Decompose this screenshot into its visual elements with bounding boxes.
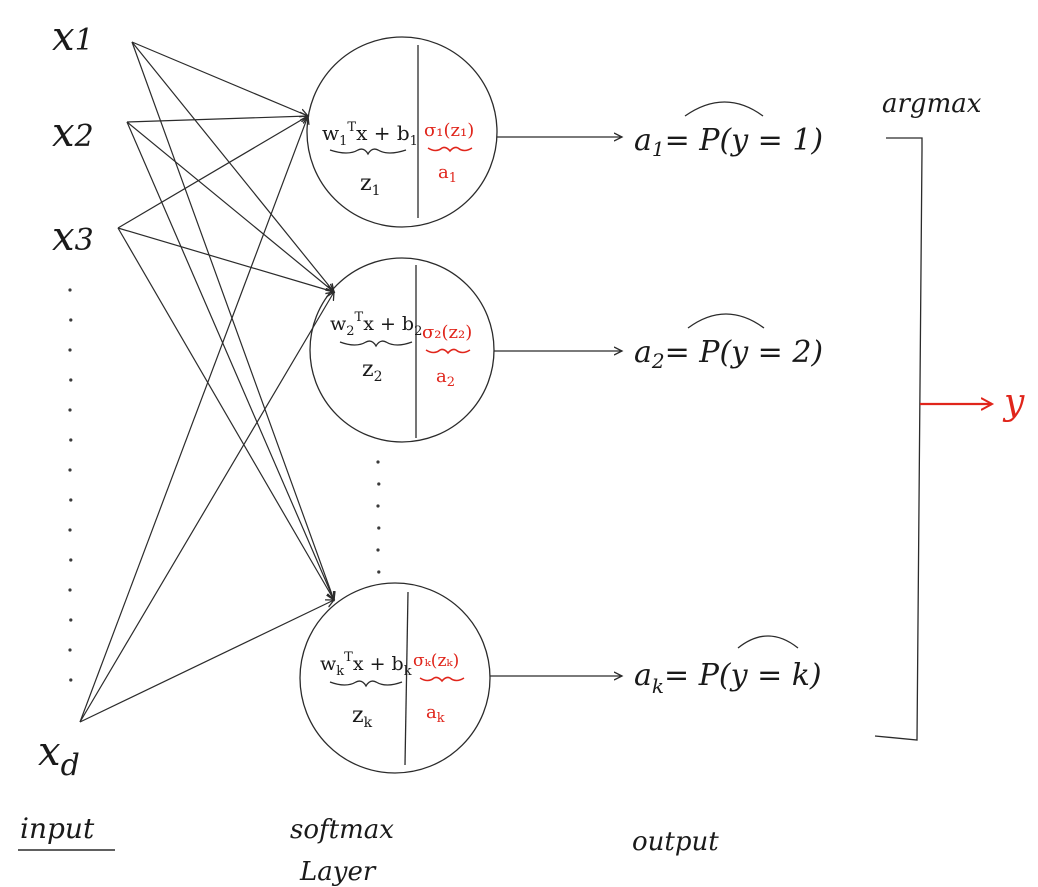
input-ellipsis-dot: [68, 588, 72, 592]
output-probabilities: a1= P(y = 1) a2= P(y = 2) ak= P(y = k): [634, 101, 823, 698]
z-label: z2: [362, 357, 383, 385]
activation: σ₂(z₂): [422, 322, 472, 343]
connection-3-0: [79, 116, 308, 723]
input-ellipsis-dot: [68, 528, 72, 532]
connection-2-1: [117, 227, 334, 292]
input-ellipsis-dot: [69, 378, 73, 382]
a-label: a1: [438, 162, 457, 186]
linear-expression: w2Tx + b2: [330, 310, 422, 339]
argmax-bracket: argmax y: [874, 89, 1025, 741]
neuron-ellipsis-dot: [376, 504, 380, 508]
neuron-1: w1Tx + b1 z1 σ₁(z₁) a1: [306, 36, 498, 228]
activation: σₖ(zₖ): [413, 651, 459, 671]
neuron-ellipsis-dot: [376, 460, 380, 464]
connection-3-2: [79, 600, 334, 723]
section-labels: input softmax Layer output: [18, 812, 719, 887]
connection-1-2: [126, 121, 334, 600]
input-section-label: input: [20, 812, 95, 845]
softmax-layer-label-2: Layer: [299, 857, 377, 887]
activation-brace: [419, 676, 465, 683]
bracket: [874, 137, 923, 741]
input-to-neuron-connections: [79, 41, 334, 723]
input-ellipsis-dot: [69, 498, 73, 502]
hat-k: [737, 635, 799, 649]
hat-1: [684, 101, 764, 117]
connection-0-1: [131, 41, 334, 292]
z-label: z1: [360, 171, 381, 199]
activation: σ₁(z₁): [424, 120, 474, 141]
connection-1-1: [126, 121, 334, 292]
neuron-ellipsis-dot: [377, 526, 381, 530]
underbrace: [339, 340, 413, 348]
input-ellipsis: [68, 288, 73, 682]
connection-2-2: [117, 227, 334, 600]
neuron-circle: [306, 36, 498, 228]
neuron-divider: [404, 591, 409, 766]
input-ellipsis-dot: [69, 558, 73, 562]
input-ellipsis-dot: [69, 678, 73, 682]
neuron-circle: [299, 582, 491, 774]
output-section-label: output: [632, 827, 719, 857]
output-arrows: [490, 137, 622, 676]
activation-brace: [427, 146, 473, 153]
connection-0-2: [131, 41, 334, 600]
input-x3: x3: [52, 214, 94, 260]
connection-2-0: [117, 116, 308, 229]
hat-2: [687, 313, 765, 329]
input-nodes: x1 x2 x3 xd: [38, 14, 94, 783]
linear-expression: wkTx + bk: [320, 650, 412, 679]
softmax-layer-label: softmax: [290, 815, 394, 845]
result-y: y: [1002, 382, 1025, 423]
neuron-ellipsis: [376, 460, 381, 574]
neuron-ellipsis-dot: [376, 548, 380, 552]
input-ellipsis-dot: [68, 408, 72, 412]
connection-3-1: [79, 292, 334, 723]
input-ellipsis-dot: [68, 348, 72, 352]
underbrace: [329, 148, 407, 156]
input-x2: x2: [52, 110, 94, 156]
input-ellipsis-dot: [69, 438, 73, 442]
input-ellipsis-dot: [68, 468, 72, 472]
input-ellipsis-dot: [68, 648, 72, 652]
argmax-label: argmax: [882, 89, 982, 119]
underbrace: [329, 680, 403, 688]
neuron-2: w2Tx + b2 z2 σ₂(z₂) a2: [309, 257, 495, 443]
input-ellipsis-dot: [69, 618, 73, 622]
neuron-circle: [309, 257, 495, 443]
neuron-ellipsis-dot: [377, 570, 381, 574]
output-a1: a1= P(y = 1): [634, 123, 823, 161]
activation-brace: [425, 348, 471, 355]
a-label: ak: [426, 702, 445, 726]
input-ellipsis-dot: [68, 288, 72, 292]
input-xd: xd: [38, 729, 80, 783]
input-x1: x1: [52, 14, 94, 60]
output-a2: a2= P(y = 2): [634, 335, 823, 373]
z-label: zk: [352, 703, 373, 731]
input-ellipsis-dot: [69, 318, 73, 322]
neuron-ellipsis-dot: [377, 482, 381, 486]
neuron-k: wkTx + bk zk σₖ(zₖ) ak: [299, 582, 491, 774]
a-label: a2: [436, 366, 455, 390]
linear-expression: w1Tx + b1: [322, 120, 418, 149]
output-ak: ak= P(y = k): [634, 658, 822, 698]
connection-1-0: [126, 116, 308, 123]
connection-0-0: [131, 41, 308, 116]
